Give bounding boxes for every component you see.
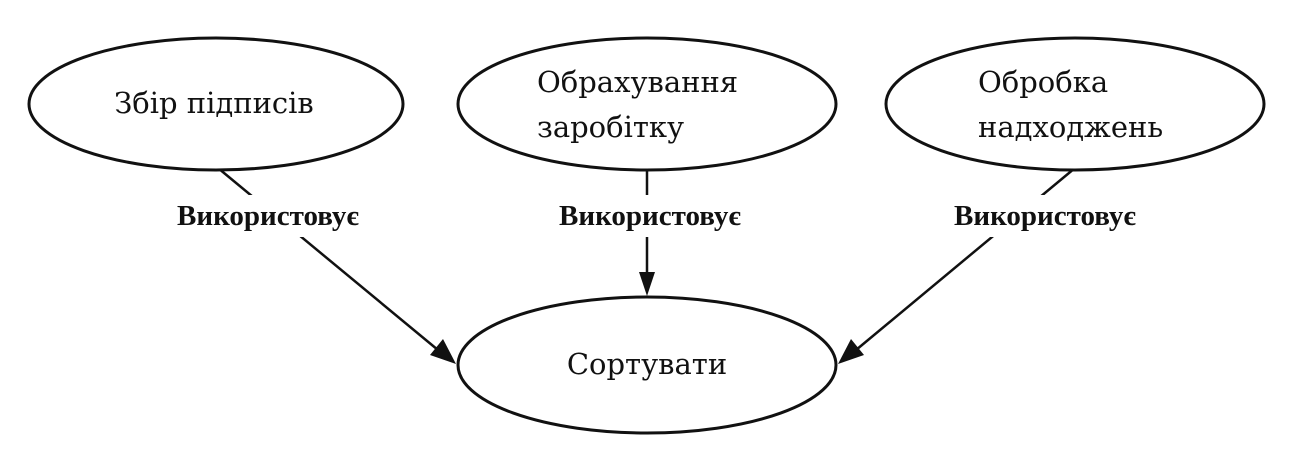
arrowhead-icon (838, 339, 864, 364)
edge-label-receipts: Використовує (924, 195, 1166, 237)
edge-label-text: Використовує (177, 200, 359, 232)
node-receipts: Обробка надходжень (884, 36, 1266, 172)
arrowhead-icon (639, 272, 655, 296)
node-label-line-1: Обробка (978, 65, 1108, 99)
node-label-line-2: надходжень (978, 110, 1163, 144)
node-earnings: Обрахування заробітку (456, 36, 838, 172)
node-label: Сортувати (567, 347, 727, 381)
node-ellipse (456, 36, 838, 172)
arrowhead-icon (430, 339, 456, 364)
node-label-line-1: Обрахування (537, 65, 738, 99)
node-signatures: Збір підписів (27, 36, 405, 172)
node-ellipse (27, 36, 405, 172)
node-label: Збір підписів (114, 86, 314, 120)
node-ellipse (456, 295, 838, 435)
edge-label-text: Використовує (954, 200, 1136, 232)
edge-label-signatures: Використовує (148, 195, 388, 237)
edge-label-text: Використовує (559, 200, 741, 232)
node-sort: Сортувати (456, 295, 838, 435)
edge-label-earnings: Використовує (530, 195, 770, 237)
node-ellipse (884, 36, 1266, 172)
node-label-line-2: заробітку (537, 110, 684, 144)
